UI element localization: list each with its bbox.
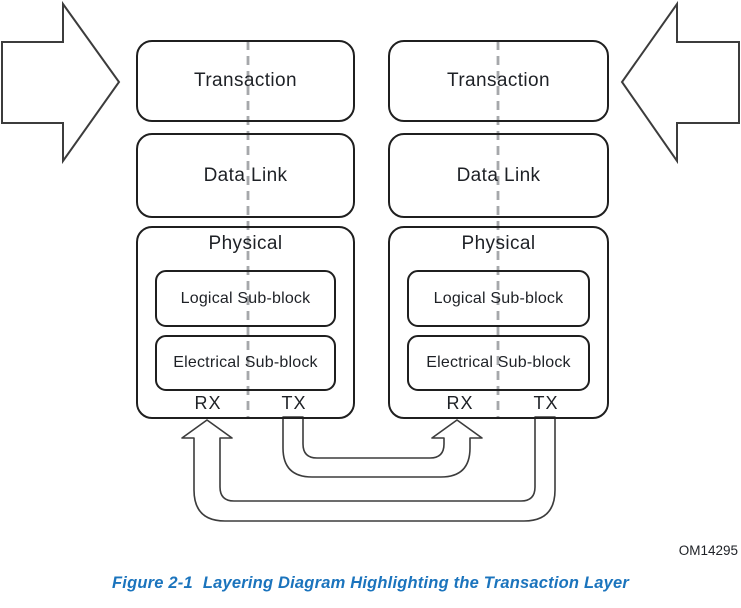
logical-sub-block-label: Logical Sub-block	[180, 289, 311, 307]
figure-caption-title: Layering Diagram Highlighting the Transa…	[202, 574, 629, 592]
rx-port-label: RX	[194, 393, 222, 413]
electrical-sub-block-label: Electrical Sub-block	[173, 354, 318, 371]
right-transaction-block: Transaction	[388, 40, 609, 122]
left-data-link-block: Data Link	[136, 133, 355, 218]
left-physical-block: Physical Logical Sub-block Electrical Su…	[136, 226, 355, 419]
right-data-link-block: Data Link	[388, 133, 609, 218]
right-logical-sub-block: Logical Sub-block	[407, 270, 590, 327]
left-electrical-sub-block: Electrical Sub-block	[155, 335, 336, 391]
inbound-block-arrow-left-icon	[620, 0, 740, 165]
rx-port-label: RX	[446, 393, 474, 413]
right-tx-to-left-rx-link-arrow-icon	[181, 416, 556, 522]
data-link-label: Data Link	[203, 164, 288, 186]
electrical-sub-block-label: Electrical Sub-block	[426, 354, 571, 371]
physical-label: Physical	[208, 233, 283, 254]
right-physical-block: Physical Logical Sub-block Electrical Su…	[388, 226, 609, 419]
tx-port-label: TX	[533, 393, 559, 413]
figure-id-watermark: OM14295	[678, 543, 738, 558]
figure-caption: Figure 2-1 Layering Diagram Highlighting …	[0, 574, 741, 593]
left-tx-to-right-rx-link-arrow-icon	[282, 416, 483, 478]
logical-sub-block-label: Logical Sub-block	[433, 289, 564, 307]
physical-label: Physical	[461, 233, 536, 254]
data-link-label: Data Link	[456, 164, 541, 186]
inbound-block-arrow-right-icon	[1, 0, 121, 165]
right-electrical-sub-block: Electrical Sub-block	[407, 335, 590, 391]
tx-port-label: TX	[281, 393, 307, 413]
left-transaction-block: Transaction	[136, 40, 355, 122]
transaction-label: Transaction	[447, 70, 550, 91]
figure-caption-label: Figure 2-1	[112, 574, 193, 592]
left-logical-sub-block: Logical Sub-block	[155, 270, 336, 327]
transaction-label: Transaction	[194, 70, 297, 91]
